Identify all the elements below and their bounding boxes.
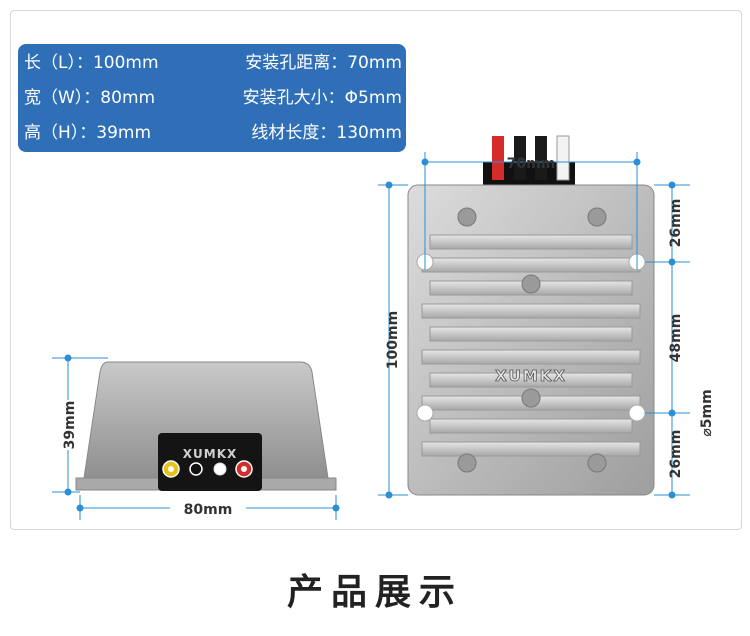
- wire-black: [535, 136, 547, 180]
- spec-height: 高（H）：39mm: [24, 123, 152, 143]
- wire-white: [556, 135, 570, 181]
- dim-bottom-margin: 26mm: [668, 430, 684, 479]
- screw-icon: [521, 388, 541, 408]
- mounting-hole: [628, 404, 646, 422]
- top-view: XUMKX: [407, 135, 655, 496]
- wire-red: [492, 136, 504, 180]
- connector-block: [158, 433, 262, 491]
- spec-row: 长（L）：100mm 安装孔距离：70mm: [18, 48, 406, 78]
- spec-row: 宽（W）：80mm 安装孔大小：Φ5mm: [18, 83, 406, 113]
- terminal-black: [189, 462, 203, 476]
- dim-middle: 48mm: [668, 314, 684, 363]
- spec-length: 长（L）：100mm: [24, 53, 159, 73]
- page-title: 产品展示: [286, 572, 463, 613]
- dim-total-height: 100mm: [385, 311, 401, 369]
- dim-top-margin: 26mm: [668, 199, 684, 248]
- spec-hole-size: 安装孔大小：Φ5mm: [242, 88, 402, 108]
- dim-dots: [385, 158, 676, 499]
- screw-icon: [587, 207, 607, 227]
- heat-fins: [421, 234, 641, 457]
- side-view: XUMKX: [75, 361, 337, 491]
- wire-black: [514, 136, 526, 180]
- screw-icon: [457, 453, 477, 473]
- spec-wire-length: 线材长度：130mm: [251, 123, 402, 143]
- screw-icon: [587, 453, 607, 473]
- dim-hole-distance: 70mm: [507, 156, 556, 172]
- dim-hole-size: ⌀5mm: [699, 389, 715, 436]
- spec-row: 高（H）：39mm 线材长度：130mm: [18, 118, 406, 148]
- spec-panel: 长（L）：100mm 安装孔距离：70mm 宽（W）：80mm 安装孔大小：Φ5…: [18, 44, 406, 152]
- screw-icon: [457, 207, 477, 227]
- dim-side-width: 80mm: [184, 502, 233, 518]
- screw-icon: [521, 274, 541, 294]
- brand-logo: XUMKX: [183, 447, 238, 461]
- dim-lines: [378, 152, 690, 496]
- spec-hole-distance: 安装孔距离：70mm: [245, 53, 402, 73]
- brand-logo: XUMKX: [495, 367, 567, 385]
- terminal-white: [213, 462, 227, 476]
- dim-side-height: 39mm: [62, 401, 78, 450]
- spec-width: 宽（W）：80mm: [24, 88, 156, 108]
- mounting-hole: [416, 404, 434, 422]
